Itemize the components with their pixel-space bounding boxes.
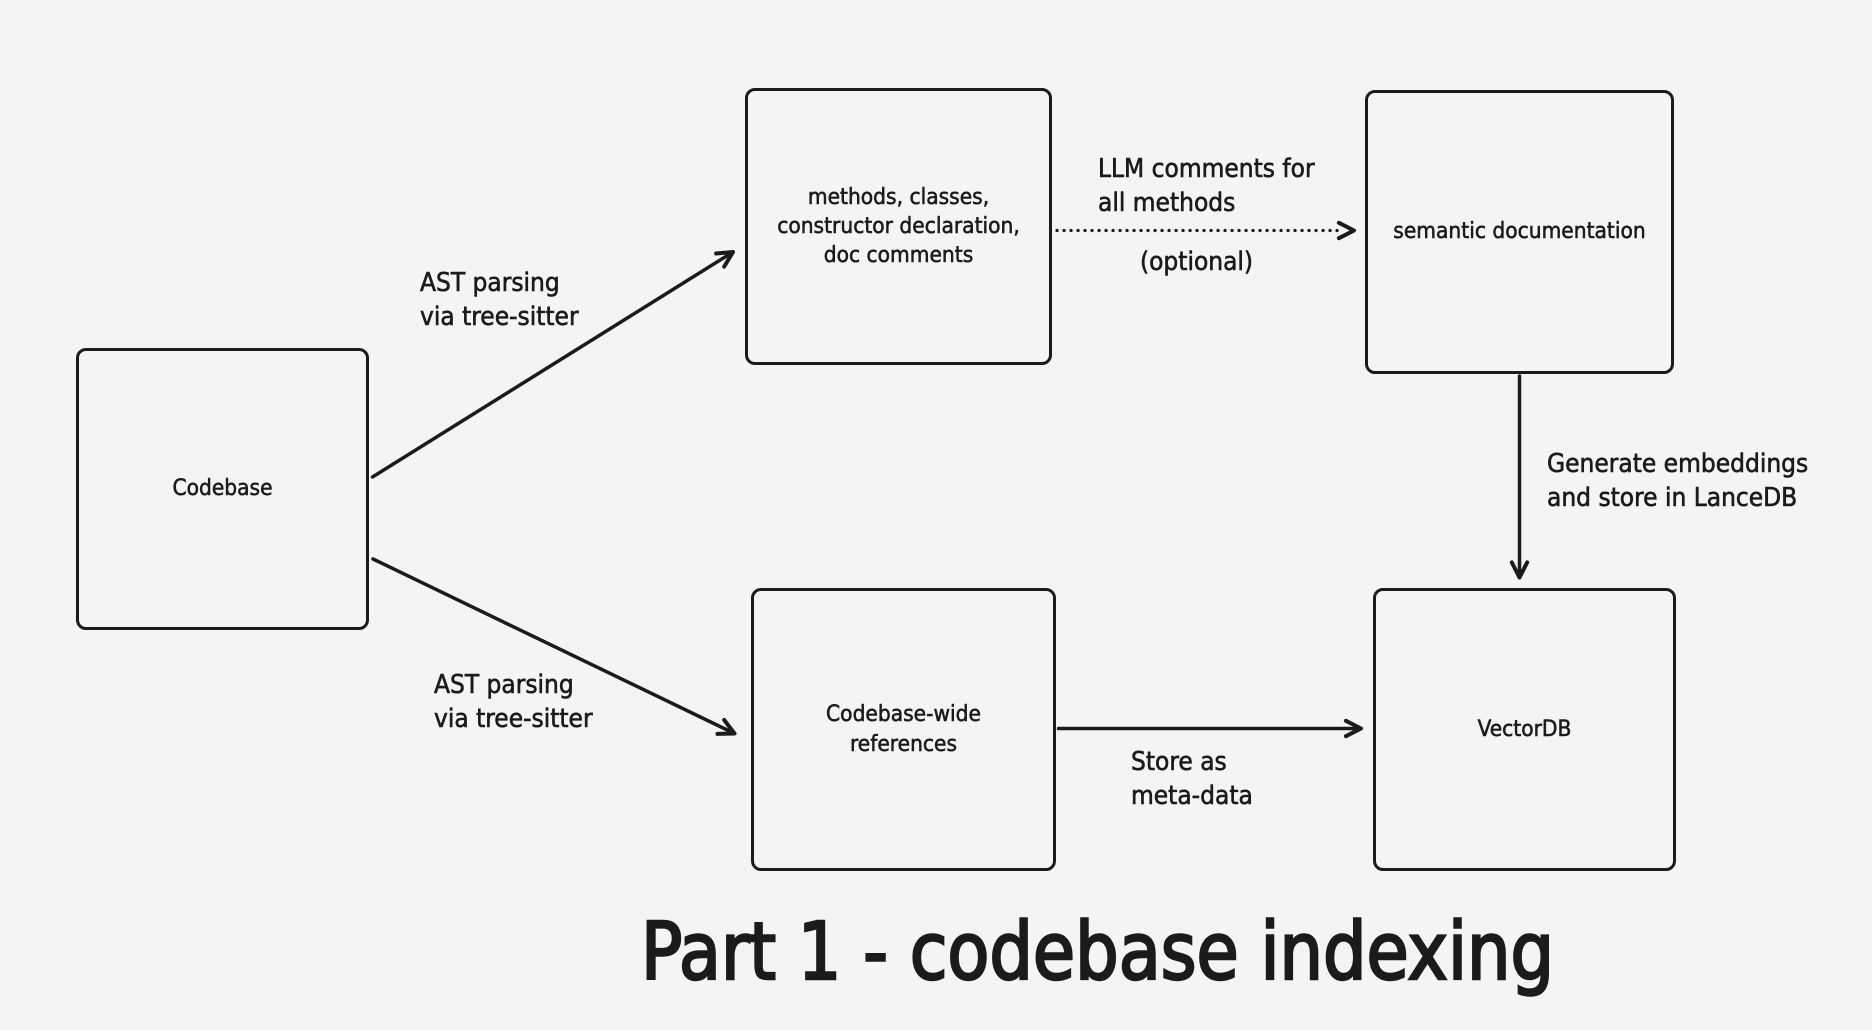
node-semantic-documentation: semantic documentation bbox=[1365, 90, 1674, 374]
arrow-shaft bbox=[371, 557, 737, 736]
edge-sublabel-optional: (optional) bbox=[1140, 247, 1254, 278]
diagram-title: Part 1 - codebase indexing bbox=[640, 906, 1555, 998]
edge-label-ast-parsing-bottom: AST parsing via tree-sitter bbox=[434, 670, 593, 734]
edge-label-generate-embeddings: Generate embeddings and store in LanceDB bbox=[1547, 449, 1809, 513]
edge-label-store-as-metadata: Store as meta-data bbox=[1131, 747, 1253, 811]
arrow-head bbox=[714, 250, 735, 269]
node-extracted-symbols-label: methods, classes, constructor declaratio… bbox=[777, 183, 1020, 269]
node-codebase-wide-references-label: Codebase-wide references bbox=[826, 701, 981, 757]
node-semantic-documentation-label: semantic documentation bbox=[1393, 218, 1646, 245]
edge-label-ast-parsing-top: AST parsing via tree-sitter bbox=[420, 268, 579, 332]
node-vectordb-label: VectorDB bbox=[1477, 715, 1572, 743]
node-extracted-symbols: methods, classes, constructor declaratio… bbox=[745, 88, 1052, 365]
arrow-head bbox=[1336, 220, 1356, 241]
arrow-head bbox=[1343, 718, 1363, 739]
edge-codebase-to-codebase-wide-references bbox=[371, 557, 737, 736]
arrow-shaft bbox=[370, 250, 735, 479]
arrow-head bbox=[715, 718, 737, 736]
edge-label-llm-comments: LLM comments for all methods bbox=[1098, 154, 1315, 218]
edge-codebase-to-extracted-symbols bbox=[370, 250, 735, 479]
edge-extracted-symbols-to-semantic-documentation bbox=[1055, 220, 1356, 241]
node-codebase-label: Codebase bbox=[172, 475, 273, 502]
edge-codebase-wide-references-to-vectordb bbox=[1056, 718, 1363, 739]
node-codebase-wide-references: Codebase-wide references bbox=[751, 588, 1056, 871]
node-vectordb: VectorDB bbox=[1373, 588, 1676, 871]
edge-semantic-documentation-to-vectordb bbox=[1509, 374, 1530, 580]
node-codebase: Codebase bbox=[76, 348, 369, 630]
arrow-head bbox=[1509, 560, 1530, 580]
